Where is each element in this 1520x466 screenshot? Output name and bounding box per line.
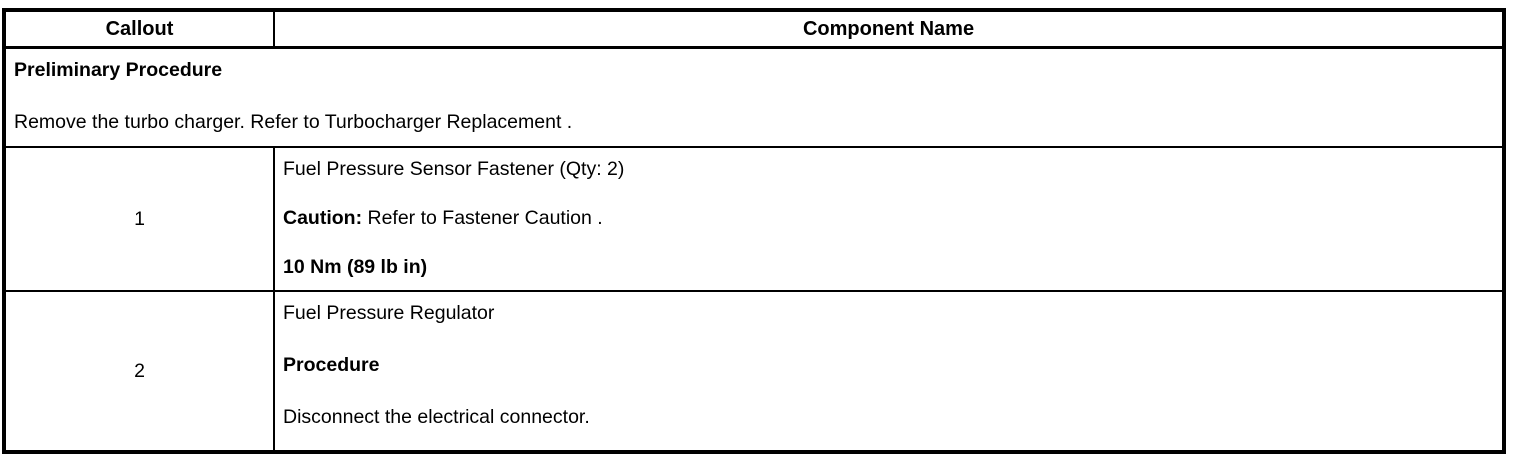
preliminary-procedure-cell: Preliminary Procedure Remove the turbo c…	[3, 46, 1505, 148]
preliminary-procedure-instruction: Remove the turbo charger. Refer to Turbo…	[14, 111, 573, 133]
procedure-instruction: Disconnect the electrical connector.	[283, 406, 590, 428]
component-cell: Fuel Pressure Regulator Procedure Discon…	[273, 290, 1505, 453]
preliminary-procedure-row: Preliminary Procedure Remove the turbo c…	[3, 46, 1505, 148]
component-callout-table: Callout Component Name Preliminary Proce…	[2, 8, 1506, 454]
callout-column-header: Callout	[3, 9, 275, 49]
preliminary-procedure-heading: Preliminary Procedure	[14, 59, 223, 81]
component-name-column-header: Component Name	[273, 9, 1505, 49]
torque-spec: 10 Nm (89 lb in)	[283, 256, 428, 278]
callout-number: 2	[3, 290, 275, 453]
procedure-label: Procedure	[283, 354, 380, 376]
component-cell: Fuel Pressure Sensor Fastener (Qty: 2) C…	[273, 146, 1505, 292]
caution-note: Caution: Refer to Fastener Caution .	[283, 207, 1492, 229]
service-manual-page: Callout Component Name Preliminary Proce…	[0, 8, 1520, 466]
table-row: 2 Fuel Pressure Regulator Procedure Disc…	[3, 290, 1505, 453]
callout-number: 1	[3, 146, 275, 292]
table-header-row: Callout Component Name	[3, 9, 1505, 49]
caution-label: Caution:	[283, 207, 363, 229]
component-name: Fuel Pressure Sensor Fastener (Qty: 2)	[283, 158, 625, 180]
caution-text: Refer to Fastener Caution .	[362, 207, 603, 229]
component-name: Fuel Pressure Regulator	[283, 302, 495, 324]
table-row: 1 Fuel Pressure Sensor Fastener (Qty: 2)…	[3, 146, 1505, 292]
